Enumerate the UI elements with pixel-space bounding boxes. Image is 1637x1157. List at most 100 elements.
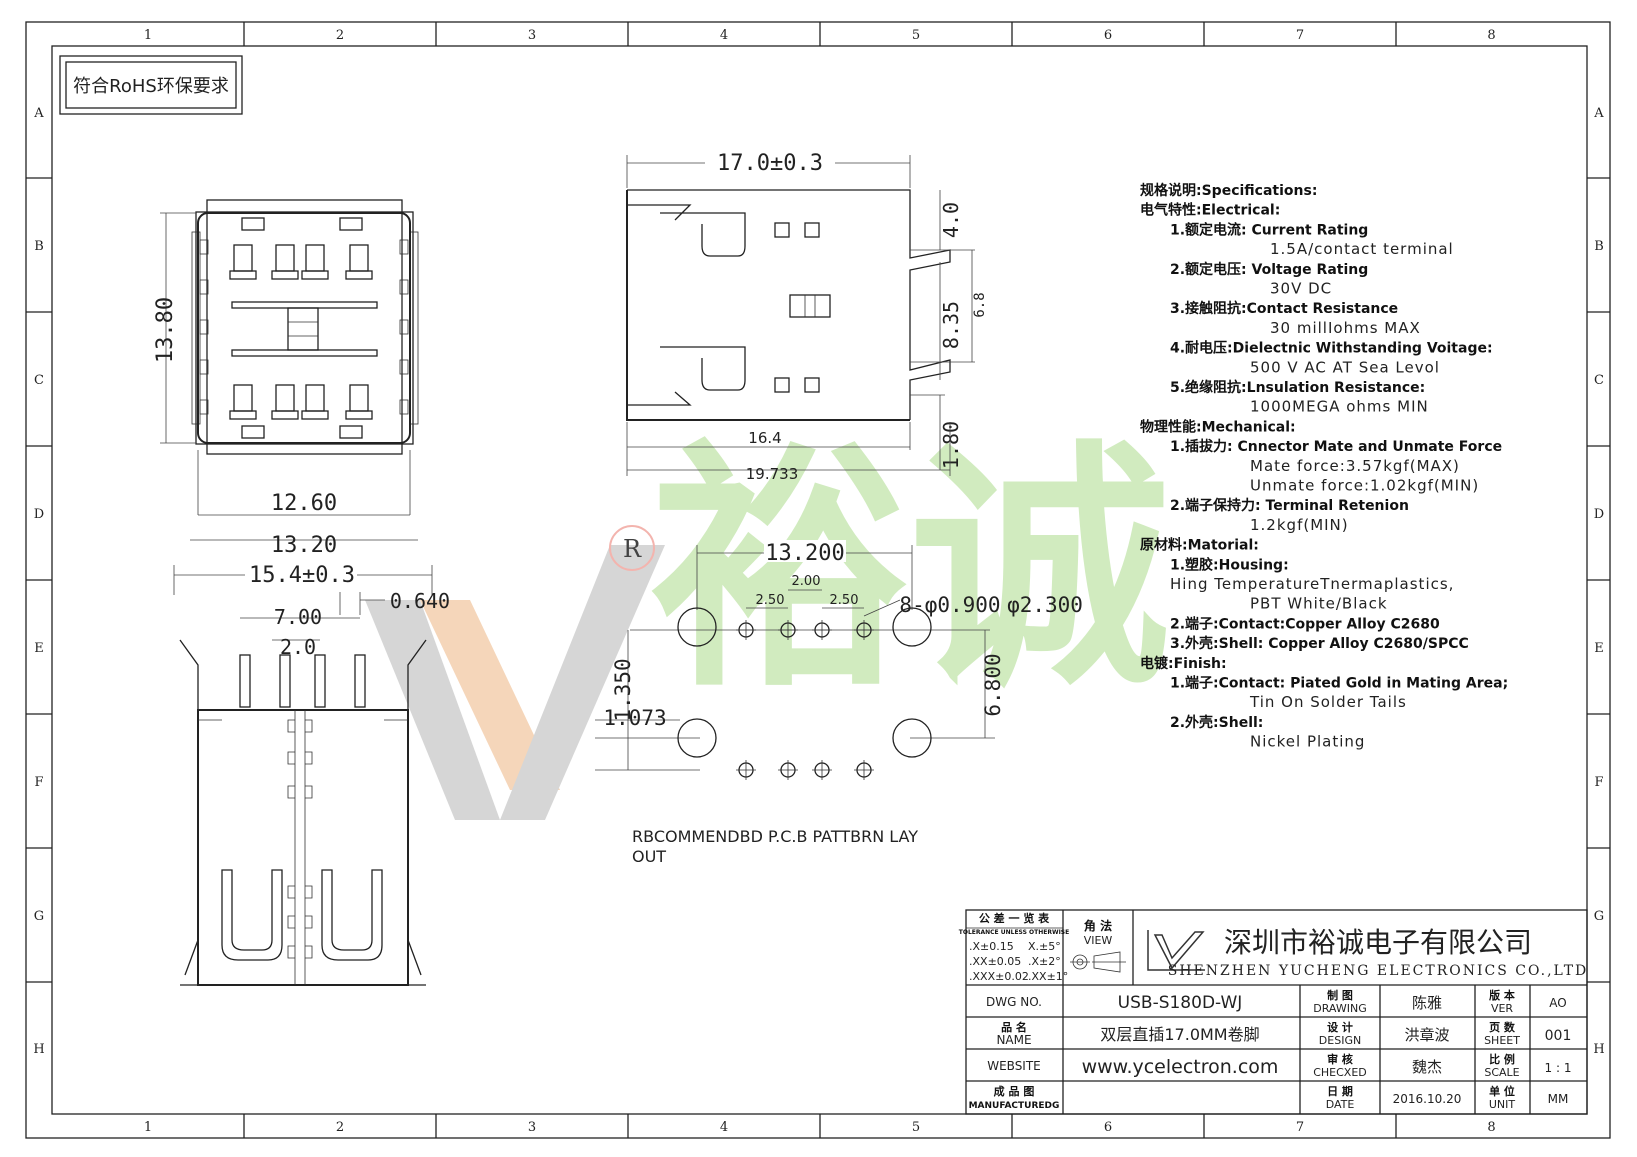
tol-row-1-a: .XX±0.05 [969,955,1021,968]
column-label-bottom: 7 [1296,1120,1304,1135]
spec-line: Mate force:3.57kgf(MAX) [1250,457,1460,475]
contact-slot [233,384,253,412]
drawing-label-cn: 制 图 [1327,988,1353,1002]
row-label-right: D [1594,507,1604,522]
row-label-left: A [33,106,44,121]
front-height-dim: 13.80 [153,297,178,363]
row-label-right: G [1594,909,1604,924]
front-view: 13.80 12.60 13.20 [153,199,419,558]
row-label-left: H [33,1042,44,1057]
pcb-pitch-right: 2.50 [830,593,859,608]
name-label-cn: 品 名 [1001,1020,1027,1034]
tol-row-2-a: .XXX±0.02 [969,970,1029,983]
column-label-bottom: 8 [1487,1120,1495,1135]
contact-slot [233,244,253,272]
row-label-left: D [34,507,44,522]
checked-label-en: CHECXED [1313,1066,1367,1079]
spec-line: 2.外壳:Shell: [1170,714,1263,731]
view-label-en: VIEW [1084,934,1113,947]
pcb-mounting-hole [677,607,717,647]
tol-row-0-b: X.±5° [1028,940,1061,953]
spec-line: Hing TemperatureTnermaplastics, [1170,575,1454,593]
checked-by: 魏杰 [1412,1058,1442,1076]
tol-row-1-b: .X±2° [1028,955,1061,968]
front-outer-width-dim: 13.20 [271,533,337,558]
column-label-top: 8 [1487,28,1495,43]
row-label-right: A [1593,106,1604,121]
spec-line: 2.端子保持力: Terminal Retenion [1170,497,1409,514]
pcb-pitch-center: 2.00 [792,574,821,589]
column-label-top: 2 [336,28,344,43]
spec-line: 1.塑胶:Housing: [1170,556,1289,573]
side-top-dim: 4.0 [939,202,963,238]
spec-line: 3.接触阻抗:Contact Resistance [1170,300,1398,317]
pcb-pitch-left: 2.50 [756,593,785,608]
bottom-shell-thk-dim: 0.640 [390,589,450,613]
side-inner-len-dim: 16.4 [748,429,781,447]
unit-label-en: UNIT [1489,1098,1516,1111]
spec-line: 电气特性:Electrical: [1140,202,1280,219]
column-label-bottom: 1 [144,1120,152,1135]
bottom-width-dim: 15.4±0.3 [249,563,355,588]
dwg-no-value: USB-S180D-WJ [1118,993,1243,1013]
ver-label-cn: 版 本 [1489,988,1515,1002]
mfg-label-cn: 成 品 图 [994,1084,1035,1098]
company-name-cn: 深圳市裕诚电子有限公司 [1224,926,1532,959]
sheet-value: 001 [1545,1028,1572,1044]
spec-line: Tin On Solder Tails [1249,693,1407,711]
company-logo-icon [1147,930,1205,971]
pcb-mounting-hole [892,718,932,758]
unit-label-cn: 单 位 [1489,1084,1515,1098]
design-by: 洪章波 [1404,1026,1449,1044]
pcb-left-dim-b: 1.073 [603,706,666,730]
specifications: 规格说明:Specifications: 电气特性:Electrical: 1.额定… [1140,182,1508,751]
pcb-hole-small: 8-φ0.900 [899,593,1000,617]
design-label-cn: 设 计 [1327,1020,1353,1034]
row-label-right: C [1594,373,1604,388]
mfg-label-en: MANUFACTUREDG [969,1101,1060,1111]
latch-notch [287,785,295,799]
row-label-left: F [34,775,43,790]
row-label-left: G [34,909,44,924]
drawing-by: 陈雅 [1412,994,1442,1012]
spec-line: 3.外壳:Shell: Copper Alloy C2680/SPCC [1170,635,1469,652]
spec-line: 30 millIohms MAX [1270,319,1421,337]
column-label-bottom: 4 [720,1120,728,1135]
tol-row-0-a: .X±0.15 [969,940,1014,953]
column-label-bottom: 6 [1104,1120,1112,1135]
spec-line: Nickel Plating [1250,733,1365,751]
pcb-hole-large: φ2.300 [1007,593,1083,617]
company-name-en: SHENZHEN YUCHENG ELECTRONICS CO.,LTD [1168,963,1589,979]
scale-value: 1 : 1 [1545,1061,1572,1075]
pcb-layout: 13.200 2.00 2.50 2.50 8-φ0.900 φ2.300 6.… [595,540,1083,866]
row-label-right: H [1593,1042,1604,1057]
tolerance-sub: TOLERANCE UNLESS OTHERWISE [959,929,1069,936]
spec-line: 2.端子:Contact:Copper Alloy C2680 [1170,615,1440,632]
spec-line: 1.2kgf(MIN) [1250,516,1349,534]
latch-notch [287,719,295,733]
side-bottom-dim: 1.80 [939,421,963,469]
spec-line: 1.端子:Contact: Piated Gold in Mating Area… [1170,675,1508,692]
spec-line: 1.额定电流: Current Rating [1170,221,1368,238]
row-label-right: B [1594,239,1604,254]
pcb-vert-dim: 6.800 [981,653,1005,716]
website-label: WEBSITE [987,1059,1041,1073]
tolerance-title: 公 差 一 览 表 [979,911,1050,925]
row-label-left: C [34,373,44,388]
scale-label-en: SCALE [1484,1066,1519,1079]
pcb-span-dim: 13.200 [765,541,844,566]
date-value: 2016.10.20 [1393,1092,1462,1106]
unit-value: MM [1548,1092,1569,1106]
dwg-no-label: DWG NO. [986,995,1042,1009]
spec-line: PBT White/Black [1250,595,1388,613]
front-inner-width-dim: 12.60 [271,491,337,516]
contact-slot [305,384,325,412]
row-label-right: E [1594,641,1604,656]
sheet-frame [25,21,1611,1139]
spec-line: 规格说明:Specifications: [1140,182,1317,199]
column-label-bottom: 5 [912,1120,920,1135]
latch-notch [287,751,295,765]
spec-line: Unmate force:1.02kgf(MIN) [1250,477,1479,495]
